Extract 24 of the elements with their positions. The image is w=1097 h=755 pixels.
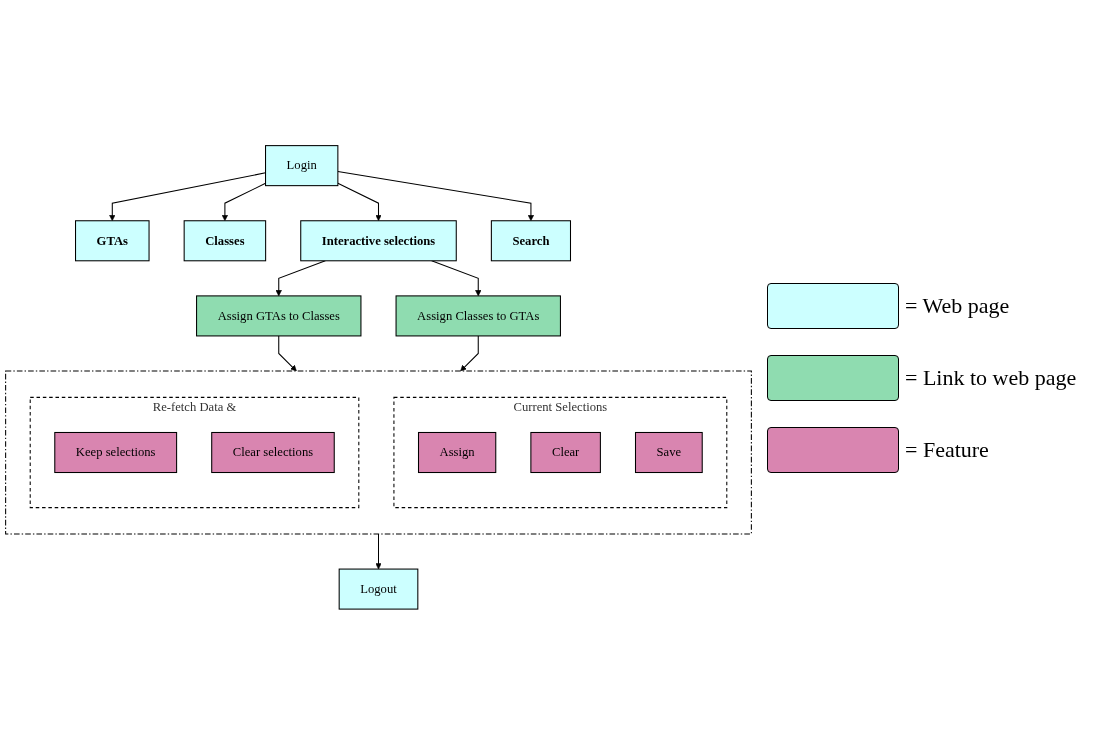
node-box: Interactive selections <box>300 220 457 262</box>
node-box: Search <box>490 220 571 262</box>
arrow <box>275 260 326 297</box>
arrow <box>337 182 382 222</box>
node-box: GTAs <box>75 220 150 262</box>
legend-text: = Link to web page <box>905 364 1077 391</box>
node-box: Keep selections <box>54 432 178 474</box>
arrow <box>375 533 382 570</box>
arrow <box>460 335 479 372</box>
legend-text: = Web page <box>905 292 1010 319</box>
legend-text: = Feature <box>905 436 989 463</box>
node-box: Assign GTAs to Classes <box>196 295 362 337</box>
arrow <box>431 260 482 297</box>
arrow <box>337 171 534 222</box>
node-box: Clear <box>530 432 601 474</box>
node-box: Login <box>265 145 339 187</box>
node-box: Classes <box>183 220 267 262</box>
node-box: Logout <box>338 568 419 610</box>
arrow <box>278 335 297 372</box>
node-box: Assign Classes to GTAs <box>395 295 561 337</box>
cluster <box>5 370 752 535</box>
node-box: Save <box>634 432 703 474</box>
node-box: Clear selections <box>211 432 335 474</box>
node-box: Assign <box>418 432 497 474</box>
